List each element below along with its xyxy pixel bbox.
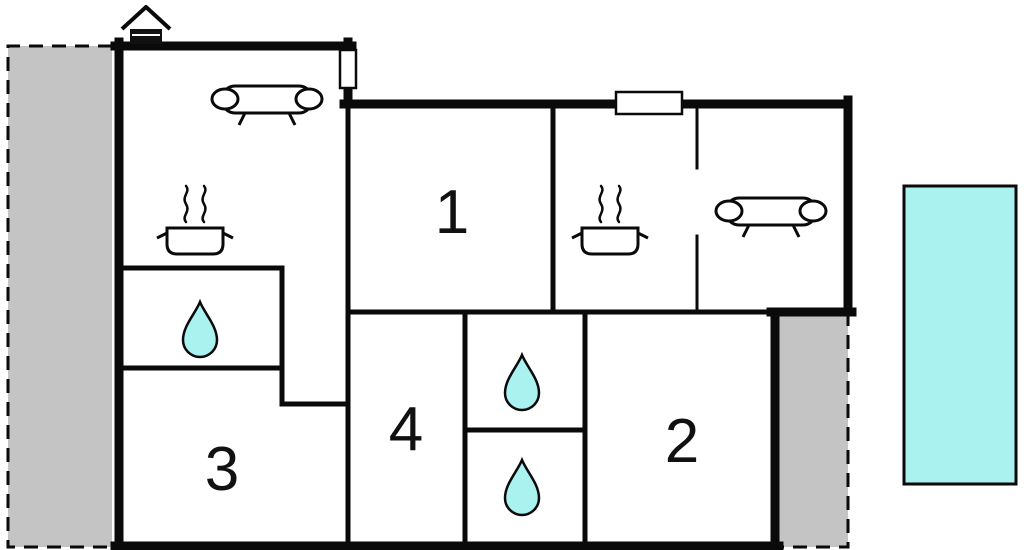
room-label-3: 3 [205,435,239,504]
terrace-right-area [775,312,848,547]
terrace-left-area [8,46,112,547]
window-icon [338,48,358,90]
pool [902,184,1018,486]
building-floor [115,42,852,550]
room-label-4: 4 [389,395,423,464]
terrace-right-dashed-border [771,312,850,549]
terrace-left [6,44,112,549]
chimney-icon [120,5,172,44]
interior-walls [116,101,778,549]
terrace-left-dashed-border [6,44,112,549]
room-label-2: 2 [665,407,699,476]
terrace-right [771,312,850,549]
window-icon [614,90,684,116]
room-label-1: 1 [435,178,469,247]
